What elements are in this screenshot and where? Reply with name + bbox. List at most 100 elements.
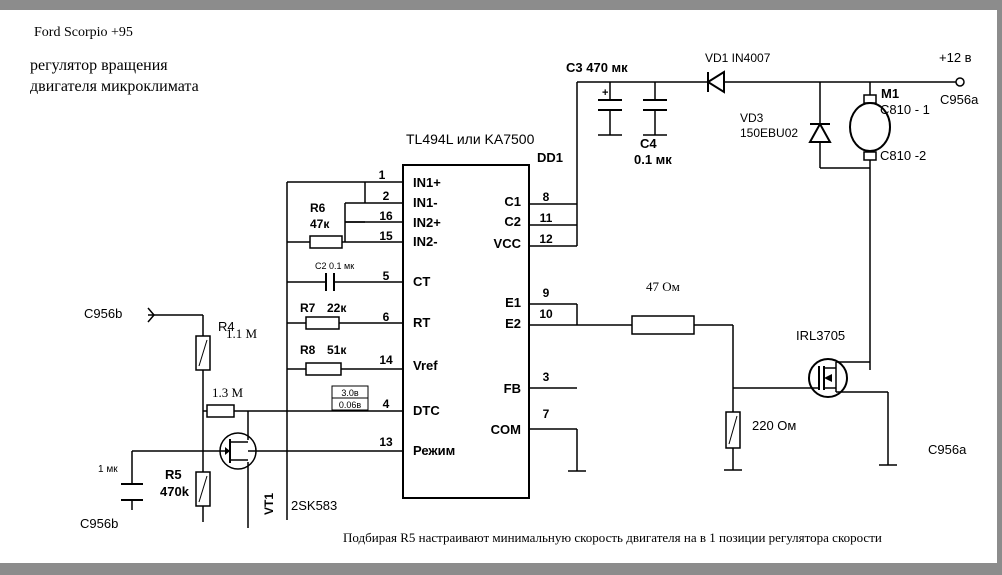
plus-sign: + [602,87,608,99]
terminal-plus12 [955,77,965,87]
pin-number-1: 1 [379,168,386,182]
r7-value: 22к [327,301,347,315]
pin-number-10: 10 [539,307,553,321]
pin-number-8: 8 [543,190,550,204]
c2-label: С2 0.1 мк [315,261,354,271]
pin-label-in2-minus: IN2- [413,234,438,249]
c3-label: C3 470 мк [566,60,628,75]
transistor-vt1 [219,432,257,470]
pin-label-vref: Vref [413,358,438,373]
pin-number-12: 12 [539,232,553,246]
pin-number-4: 4 [383,397,390,411]
mosfet-irl3705 [808,358,870,398]
capacitor-1mk [121,483,143,501]
resistor-r8 [305,362,342,376]
r5-value: 470k [160,484,190,499]
pin-label-e2: E2 [505,316,521,331]
resistor-220-ohm-value: 220 Ом [752,418,796,433]
title-line-1: регулятор вращения [30,57,168,74]
pin-label-mode: Режим [413,443,455,458]
m1-pin2: C810 -2 [880,148,926,163]
pin-label-c2: C2 [504,214,521,229]
r8-ref: R8 [300,343,316,357]
resistor-r6 [309,235,343,249]
ic-body [402,164,530,499]
left-network-wires [248,181,366,520]
pin-number-14: 14 [379,353,393,367]
ic-left-pin-lines [345,181,403,452]
resistor-1-3m-value: 1.3 M [212,385,244,400]
dtc-voltage-max: 3.0в [341,388,359,398]
ic-ref: DD1 [537,150,563,165]
pin-label-e1: E1 [505,295,521,310]
capacitor-c4 [643,99,667,111]
r6-value: 47к [310,217,330,231]
schematic-sheet: Ford Scorpio +95 регулятор вращения двиг… [0,10,997,563]
connector-c956a-bottom: C956a [928,442,967,457]
ic-name: TL494L или KA7500 [406,131,535,147]
motor-m1 [849,94,891,161]
r6-ref: R6 [310,201,326,215]
capacitor-c2 [325,273,335,291]
resistor-1-3m [206,404,235,418]
ic-right-pin-wires [529,81,700,472]
pin-label-vcc: VCC [494,236,522,251]
r8-value: 51к [327,343,347,357]
resistor-r7 [305,316,340,330]
r4-value: 1.1 M [226,326,258,341]
input-arrow-icon [147,307,155,323]
supply-label: +12 в [939,50,972,65]
r7-ref: R7 [300,301,316,315]
pin-number-16: 16 [379,209,393,223]
connector-c956b-top: C956b [84,306,122,321]
capacitor-1mk-value: 1 мк [98,464,118,475]
pin-label-fb: FB [504,381,521,396]
r5-ref: R5 [165,467,182,482]
vd1-label: VD1 IN4007 [705,51,771,65]
pin-number-3: 3 [543,370,550,384]
bottom-left-wires [131,314,249,528]
vd3-ref: VD3 [740,111,764,125]
pin-number-15: 15 [379,229,393,243]
pin-number-11: 11 [540,211,553,225]
pin-label-ct: CT [413,274,430,289]
output-wires [694,324,897,471]
title-line-2: двигателя микроклимата [30,78,199,95]
m1-ref: M1 [881,86,899,101]
pin-number-13: 13 [379,435,393,449]
resistor-47-ohm [631,315,695,335]
pin-label-in1-minus: IN1- [413,195,438,210]
pin-label-rt: RT [413,315,430,330]
c4-ref: C4 [640,136,657,151]
m1-pin1: C810 - 1 [880,102,930,117]
pin-number-7: 7 [543,407,550,421]
resistor-r5 [195,471,211,507]
capacitor-c3 [598,99,622,111]
vt1-type: 2SK583 [291,498,337,513]
footer-note: Подбирая R5 настраивают минимальную скор… [343,530,882,545]
vd3-type: 150EBU02 [740,126,798,140]
resistor-220-ohm [725,411,741,449]
pin-label-com: COM [491,422,521,437]
dtc-voltage-min: 0.06в [339,400,362,410]
r4-ref: R4 [218,319,235,334]
pin-label-dtc: DTC [413,403,440,418]
pin-number-5: 5 [383,269,390,283]
power-wires [598,81,957,370]
diode-vd1 [700,70,725,94]
pin-number-9: 9 [543,286,550,300]
connector-c956a-top: C956a [940,92,979,107]
connector-c956b-bottom: C956b [80,516,118,531]
pin-number-6: 6 [383,310,390,324]
pin-label-c1: C1 [504,194,521,209]
pin-label-in1-plus: IN1+ [413,175,441,190]
c4-value: 0.1 мк [634,152,672,167]
pin-label-in2-plus: IN2+ [413,215,441,230]
schematic-diagram: Ford Scorpio +95 регулятор вращения двиг… [30,25,979,545]
resistor-47-ohm-value: 47 Ом [646,279,680,294]
resistor-r4 [195,335,211,371]
diode-vd3 [808,115,832,145]
pin-number-2: 2 [383,189,390,203]
mosfet-label: IRL3705 [796,328,845,343]
vt1-ref: VT1 [262,493,276,515]
